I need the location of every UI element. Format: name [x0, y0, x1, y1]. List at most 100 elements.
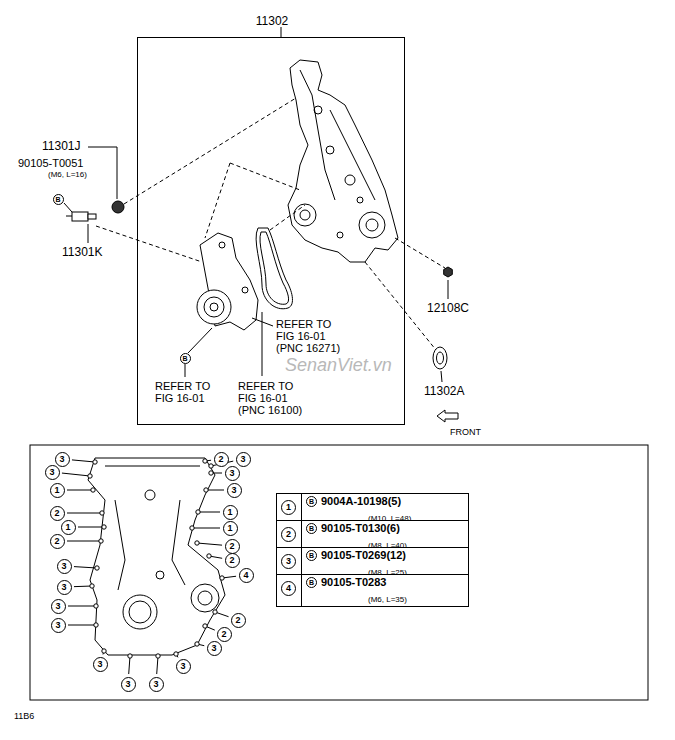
part-label: (M6, L=16) — [48, 171, 87, 180]
part-label: 12108C — [427, 302, 469, 315]
water-pump-part — [219, 242, 225, 248]
part-label: REFER TO FIG 16-01 — [155, 380, 221, 404]
leader-lines-part — [185, 364, 186, 377]
small-parts-part — [72, 212, 88, 221]
callout-number: 4 — [281, 581, 296, 596]
bolt-hole — [94, 604, 98, 608]
leader-line — [157, 656, 158, 674]
dashed-lines-part — [365, 262, 436, 350]
callout-number: 3 — [51, 599, 66, 614]
callout-number: 1 — [223, 505, 238, 520]
leader-line — [197, 543, 222, 545]
part-label: 90105-T0051 — [18, 157, 83, 169]
callout-number: 3 — [281, 554, 296, 569]
bolt-symbol: B — [306, 577, 317, 588]
cover-bolt-view-part — [156, 571, 164, 579]
leader-line — [67, 490, 93, 491]
part-label: REFER TO FIG 16-01 (PNC 16271) — [276, 318, 346, 354]
cover-bolt-view-part — [115, 500, 125, 590]
timing-cover — [288, 60, 398, 262]
bolt-hole — [209, 471, 213, 475]
callout-number: 3 — [121, 677, 136, 692]
callout-number: 3 — [55, 452, 70, 467]
pump-gasket — [256, 228, 292, 309]
leader-line — [68, 625, 96, 626]
leader-line — [78, 527, 104, 528]
timing-cover-part — [300, 210, 310, 220]
callout-number: 2 — [50, 534, 65, 549]
callout-number: 2 — [231, 613, 246, 628]
spec-line: (M6, L=35) — [306, 588, 464, 606]
part-line: B90105-T0130(6) — [306, 522, 464, 534]
bolt-hole — [203, 459, 207, 463]
timing-cover-part — [359, 212, 385, 238]
timing-cover-part — [366, 219, 378, 231]
bolt-hole — [99, 539, 103, 543]
bolt-part-number: 90105-T0283 — [321, 576, 386, 588]
small-parts-part — [88, 214, 96, 219]
bottom-frame — [30, 445, 648, 700]
cover-bolt-view-part — [105, 466, 200, 467]
leader-lines-part — [88, 224, 89, 243]
timing-cover-part — [300, 70, 335, 200]
part-line: B9004A-10198(5) — [306, 495, 464, 507]
callout-number: 3 — [207, 641, 222, 656]
watermark: SenanViet.vn — [285, 356, 392, 376]
water-pump-part — [197, 290, 231, 324]
bolt-part-number: 90105-T0130(6) — [321, 522, 400, 534]
callout-number: 2 — [217, 627, 232, 642]
leader-lines-part — [281, 27, 282, 37]
bolt-hole — [174, 652, 178, 656]
callout-number: 1 — [61, 520, 76, 535]
bolt-hole — [102, 649, 106, 653]
cover-bolt-view-part — [123, 595, 157, 629]
callout-number: 1 — [281, 500, 296, 515]
leader-lines — [64, 27, 448, 382]
bolt-hole — [91, 488, 95, 492]
small-parts-part — [444, 267, 453, 277]
callout-number: 2 — [50, 506, 65, 521]
callout-number: 1 — [223, 521, 238, 536]
callout-number: 3 — [236, 452, 251, 467]
cover-bolt-view-part — [88, 458, 225, 655]
part-label: REFER TO FIG 16-01 (PNC 16100) — [238, 380, 308, 416]
part-cell: B 90105-T0283(M6, L=35) — [302, 575, 468, 606]
timing-cover-part — [294, 204, 316, 226]
bolt-hole — [209, 464, 213, 468]
leader-lines-part — [188, 328, 212, 353]
timing-cover-part — [345, 175, 355, 185]
cover-bolt-view-part — [172, 500, 185, 585]
timing-cover-part — [288, 60, 398, 262]
callout-number: 3 — [51, 618, 66, 633]
cover-bolt-view-part — [129, 601, 151, 623]
callout-number: 3 — [57, 559, 72, 574]
leader-line — [67, 513, 102, 514]
leader-lines-part — [448, 280, 449, 299]
leader-line — [74, 586, 92, 588]
bolt-hole — [128, 654, 132, 658]
dashed-lines-part — [205, 163, 230, 238]
timing-cover-part — [357, 197, 363, 203]
bolt-hole — [213, 610, 217, 614]
bolt-hole — [93, 460, 97, 464]
bolt-hole — [195, 642, 199, 646]
bolt-part-number: 9004A-10198(5) — [321, 495, 401, 507]
cover-bolt-view-part — [145, 490, 155, 500]
part-label: FRONT — [450, 428, 481, 438]
water-pump-part — [242, 287, 248, 293]
bolt-symbol: B — [53, 194, 64, 205]
timing-cover-part — [337, 232, 343, 238]
front-arrow — [437, 410, 458, 422]
callout-number: 3 — [176, 659, 191, 674]
part-label: 11B6 — [14, 712, 34, 722]
bolt-symbol: B — [180, 353, 191, 364]
leader-line — [192, 528, 220, 529]
callout-leaders — [62, 459, 236, 674]
leader-lines-part — [88, 147, 117, 199]
bolt-hole — [204, 488, 208, 492]
leader-line — [62, 473, 90, 476]
bolt-hole — [156, 654, 160, 658]
callout-number: 3 — [45, 465, 60, 480]
dashed-lines-part — [230, 163, 300, 190]
